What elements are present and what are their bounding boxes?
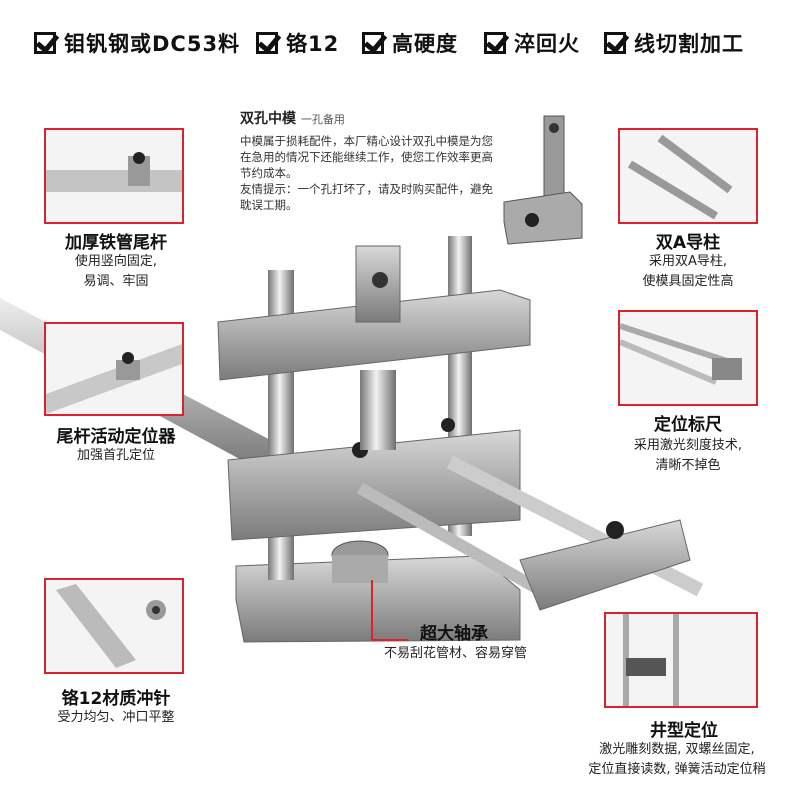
feature-bar: 钼钒钢或DC53料 铬12 高硬度 淬回火 线切割加工 xyxy=(0,28,800,78)
scale-desc-line: 清晰不掉色 xyxy=(655,458,721,473)
feature-item: 线切割加工 xyxy=(604,28,744,58)
guide-pillar-desc: 采用双A导柱, 使模具固定性高 xyxy=(598,252,778,292)
feature-item: 高硬度 xyxy=(362,28,458,58)
checkbox-icon xyxy=(34,32,56,54)
guide-pillar-image xyxy=(618,128,758,224)
tail-locator-title: 尾杆活动定位器 xyxy=(56,427,176,447)
checkbox-icon xyxy=(362,32,384,54)
scale-desc-line: 采用激光刻度技术, xyxy=(633,438,743,453)
punch-desc: 受力均匀、冲口平整 xyxy=(57,710,175,725)
checkbox-icon xyxy=(604,32,626,54)
scale-rod xyxy=(357,482,543,596)
tail-locator-image xyxy=(44,322,184,416)
feature-item: 铬12 xyxy=(256,28,339,58)
feature-item: 淬回火 xyxy=(484,28,580,58)
guide-pillar-title: 双A导柱 xyxy=(655,233,721,253)
scale-title: 定位标尺 xyxy=(654,415,722,435)
tail-locator-desc: 加强首孔定位 xyxy=(76,448,155,463)
locator-block xyxy=(519,519,691,611)
middle-mold-title: 双孔中模 xyxy=(240,111,296,127)
thumb-screw-icon xyxy=(606,521,624,539)
checkbox-icon xyxy=(256,32,278,54)
punch-column xyxy=(360,370,396,450)
scale-desc: 采用激光刻度技术, 清晰不掉色 xyxy=(598,436,778,476)
bearing-body xyxy=(332,555,388,583)
punch-image xyxy=(44,578,184,674)
bearing-desc: 不易刮花管材、容易穿管 xyxy=(384,646,528,661)
guide-pillar-desc-line: 使模具固定性高 xyxy=(642,274,734,289)
tail-rod-desc-line: 易调、牢固 xyxy=(83,274,149,289)
middle-mold-heading: 双孔中模 一孔备用 xyxy=(240,108,345,128)
middle-mold-text: 中模属于损耗配件，本厂精心设计双孔中模是为您在急用的情况下还能继续工作，使您工作… xyxy=(240,134,493,180)
feature-label: 高硬度 xyxy=(392,32,458,56)
tail-rod-image xyxy=(44,128,184,224)
feature-label: 淬回火 xyxy=(514,32,580,56)
feature-item: 钼钒钢或DC53料 xyxy=(34,28,240,58)
post-hole xyxy=(372,272,388,288)
feature-label: 线切割加工 xyxy=(634,32,744,56)
middle-mold-image xyxy=(503,115,583,245)
well-locator-title: 井型定位 xyxy=(650,721,718,741)
tail-rod-desc: 使用竖向固定, 易调、牢固 xyxy=(26,252,206,292)
feature-label: 钼钒钢或DC53料 xyxy=(64,32,241,56)
middle-mold-description: 中模属于损耗配件，本厂精心设计双孔中模是为您在急用的情况下还能继续工作，使您工作… xyxy=(240,133,502,213)
punch-title: 铬12材质冲针 xyxy=(61,689,171,709)
guide-pillar-desc-line: 采用双A导柱, xyxy=(648,254,728,269)
scale-image xyxy=(618,310,758,406)
tail-rod-desc-line: 使用竖向固定, xyxy=(74,254,158,269)
well-locator-desc-line: 定位直接读数, 弹簧活动定位稍 xyxy=(588,762,766,777)
top-plate xyxy=(217,289,531,381)
bearing-callout: 超大轴承 不易刮花管材、容易穿管 xyxy=(384,624,584,664)
tail-rod-title: 加厚铁管尾杆 xyxy=(65,233,167,253)
well-locator-image xyxy=(604,612,758,708)
bearing-title: 超大轴承 xyxy=(420,624,488,644)
bolt-icon xyxy=(441,418,455,432)
checkbox-icon xyxy=(484,32,506,54)
middle-mold-tip: 友情提示：一个孔打坏了，请及时购买配件，避免耽误工期。 xyxy=(240,182,493,212)
middle-mold-subtitle: 一孔备用 xyxy=(300,113,345,126)
feature-label: 铬12 xyxy=(286,32,340,56)
well-locator-desc-line: 激光雕刻数据, 双螺丝固定, xyxy=(599,742,755,757)
well-locator-desc: 激光雕刻数据, 双螺丝固定, 定位直接读数, 弹簧活动定位稍 xyxy=(560,740,794,780)
